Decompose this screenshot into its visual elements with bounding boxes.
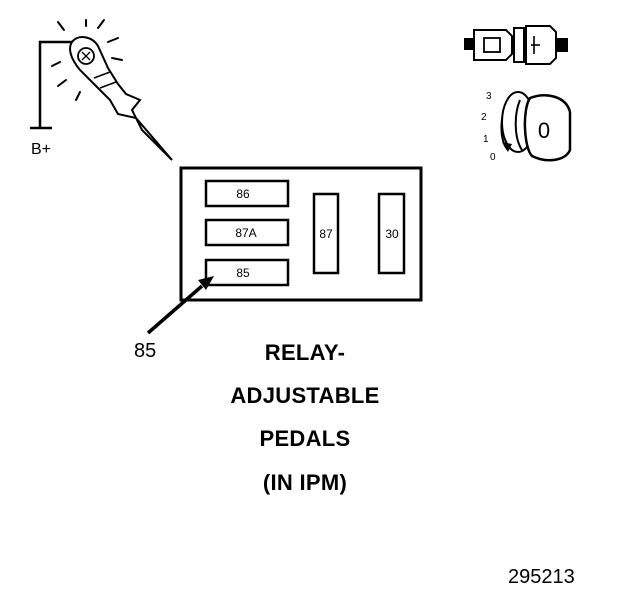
ground-label: B+ <box>31 141 52 158</box>
test-light-probe <box>30 36 173 161</box>
connector-icon <box>464 25 568 65</box>
ignition-position-0: 0 <box>490 152 496 163</box>
terminal-85-label: 85 <box>236 266 250 280</box>
terminal-86-label: 86 <box>236 187 250 201</box>
ignition-position-1: 1 <box>483 134 489 145</box>
title-line-2: ADJUSTABLE <box>230 383 380 408</box>
title-line-1: RELAY- <box>264 340 346 365</box>
ignition-position-2: 2 <box>481 112 487 123</box>
terminal-87a-slot <box>204 218 290 247</box>
ignition-position-3: 3 <box>486 91 492 102</box>
ignition-switch-icon <box>500 91 572 162</box>
terminal-87-slot <box>312 192 340 275</box>
terminal-30-label: 30 <box>385 227 399 241</box>
terminal-85-slot <box>204 258 290 287</box>
ignition-key-position-label: 0 <box>538 118 550 143</box>
terminal-87a-label: 87A <box>235 226 256 240</box>
callout-arrow <box>146 276 214 335</box>
terminal-30-slot <box>377 192 406 275</box>
callout-label: 85 <box>134 340 157 362</box>
light-rays <box>51 19 123 101</box>
title-line-4: (IN IPM) <box>262 470 348 495</box>
terminal-87-label: 87 <box>319 227 333 241</box>
figure-number: 295213 <box>508 566 575 588</box>
terminal-86-slot <box>204 179 290 208</box>
title-line-3: PEDALS <box>259 426 351 451</box>
